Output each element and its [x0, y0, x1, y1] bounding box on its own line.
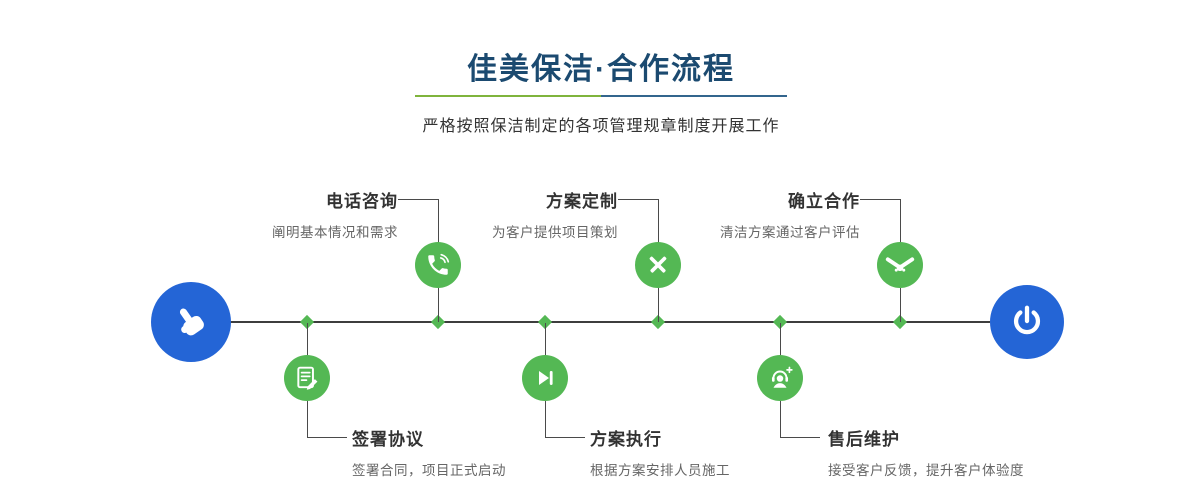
step-label-phone: 电话咨询 阐明基本情况和需求	[168, 187, 398, 241]
pencil-ruler-icon	[645, 252, 671, 278]
step-circle-contract	[284, 355, 330, 401]
handshake-icon	[885, 254, 915, 276]
connector-line	[545, 323, 546, 355]
step-circle-design	[635, 242, 681, 288]
divider-green-segment	[415, 95, 601, 97]
connector-line	[545, 437, 585, 438]
step-title: 电话咨询	[326, 192, 398, 211]
step-circle-phone	[415, 242, 461, 288]
step-desc: 为客户提供项目策划	[492, 225, 618, 240]
connector-line	[307, 323, 308, 355]
connector-line	[900, 288, 901, 322]
timeline-end-circle	[990, 285, 1064, 359]
step-label-design: 方案定制 为客户提供项目策划	[388, 187, 618, 241]
step-circle-execute	[522, 355, 568, 401]
connector-line	[658, 288, 659, 322]
step-desc: 签署合同，项目正式启动	[352, 463, 506, 478]
step-title: 售后维护	[828, 430, 900, 449]
connector-line	[780, 401, 781, 438]
timeline-start-circle	[151, 282, 231, 362]
play-next-icon	[533, 366, 557, 390]
connector-line	[307, 401, 308, 438]
connector-line	[900, 199, 901, 243]
step-label-support: 售后维护 接受客户反馈，提升客户体验度	[828, 425, 1108, 479]
connector-line	[307, 437, 347, 438]
connector-line	[780, 437, 820, 438]
step-label-handshake: 确立合作 清洁方案通过客户评估	[630, 187, 860, 241]
contract-icon	[294, 365, 320, 391]
headset-plus-icon	[767, 365, 793, 391]
step-title: 方案执行	[590, 430, 662, 449]
page-subtitle: 严格按照保洁制定的各项管理规章制度开展工作	[422, 118, 780, 135]
connector-line	[438, 288, 439, 322]
connector-line	[860, 199, 900, 200]
timeline-line	[228, 321, 990, 323]
power-icon	[1008, 303, 1046, 341]
connector-line	[618, 199, 658, 200]
step-circle-handshake	[877, 242, 923, 288]
connector-line	[398, 199, 438, 200]
title-divider	[415, 95, 787, 97]
connector-line	[545, 401, 546, 438]
divider-blue-segment	[601, 95, 787, 97]
hand-pointer-icon	[171, 302, 211, 342]
page-title: 佳美保洁·合作流程	[467, 53, 735, 86]
step-label-execute: 方案执行 根据方案安排人员施工	[590, 425, 870, 479]
step-title: 签署协议	[352, 430, 424, 449]
connector-line	[438, 199, 439, 243]
step-desc: 阐明基本情况和需求	[272, 225, 398, 240]
step-desc: 接受客户反馈，提升客户体验度	[828, 463, 1024, 478]
phone-icon	[425, 252, 451, 278]
connector-line	[780, 323, 781, 355]
connector-line	[658, 199, 659, 243]
step-desc: 根据方案安排人员施工	[590, 463, 730, 478]
step-circle-support	[757, 355, 803, 401]
step-title: 确立合作	[788, 192, 860, 211]
step-title: 方案定制	[546, 192, 618, 211]
step-desc: 清洁方案通过客户评估	[720, 225, 860, 240]
step-label-contract: 签署协议 签署合同，项目正式启动	[352, 425, 632, 479]
